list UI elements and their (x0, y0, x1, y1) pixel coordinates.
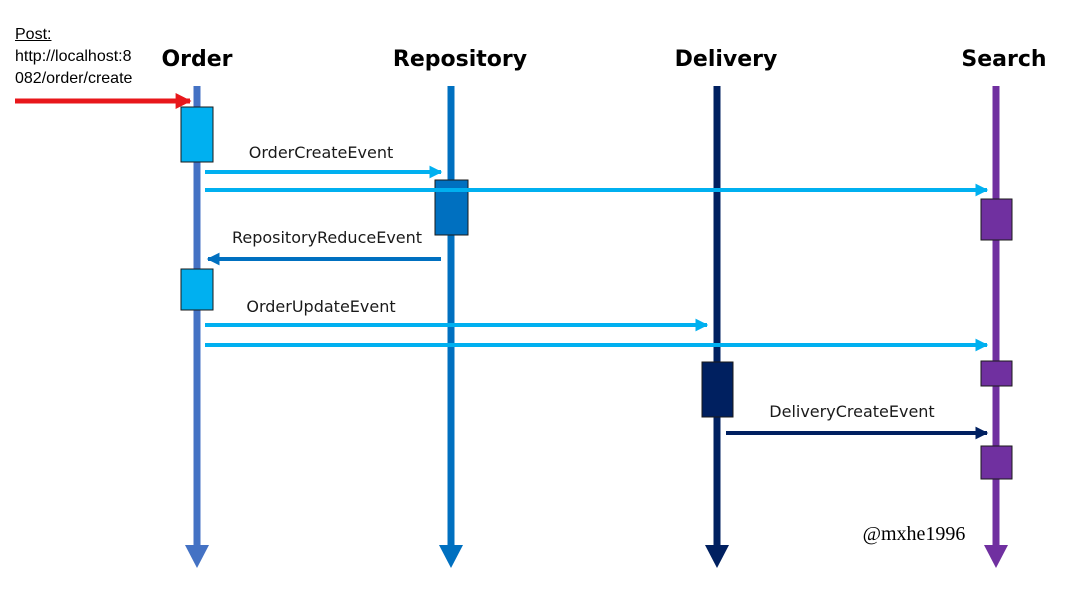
activation-search-3 (980, 445, 1013, 480)
message-delivery-create: DeliveryCreateEvent (726, 402, 989, 440)
message-order-update: OrderUpdateEvent (205, 297, 709, 332)
request-url-line2: 082/order/create (15, 70, 133, 87)
activation-order-1 (180, 106, 214, 163)
lifeline-order (185, 86, 209, 568)
lifeline-repository (439, 86, 463, 568)
lifeline-header-repository: Repository (393, 47, 527, 72)
request-method: Post: (15, 26, 52, 43)
request-label: Post: http://localhost:8 082/order/creat… (15, 24, 175, 90)
message-label-repository-reduce: RepositoryReduceEvent (232, 228, 422, 247)
activation-order-2 (180, 268, 214, 311)
lifeline-search (984, 86, 1008, 568)
activation-delivery-1 (701, 361, 734, 418)
lifeline-order-arrowhead (185, 545, 209, 568)
lifeline-header-delivery: Delivery (675, 47, 778, 72)
lifeline-header-search: Search (961, 47, 1046, 72)
lifeline-delivery (705, 86, 729, 568)
message-label-order-update: OrderUpdateEvent (246, 297, 395, 316)
message-order-create: OrderCreateEvent (205, 143, 443, 179)
message-label-delivery-create: DeliveryCreateEvent (769, 402, 934, 421)
lifeline-delivery-arrowhead (705, 545, 729, 568)
lifeline-repository-arrowhead (439, 545, 463, 568)
message-label-order-create: OrderCreateEvent (249, 143, 393, 162)
lifeline-search-arrowhead (984, 545, 1008, 568)
lifeline-header-order: Order (161, 47, 232, 72)
message-repository-reduce: RepositoryReduceEvent (206, 228, 441, 266)
activation-search-1 (980, 198, 1013, 241)
watermark: @mxhe1996 (863, 523, 966, 545)
request-url-line1: http://localhost:8 (15, 48, 132, 65)
activation-search-2 (980, 360, 1013, 387)
